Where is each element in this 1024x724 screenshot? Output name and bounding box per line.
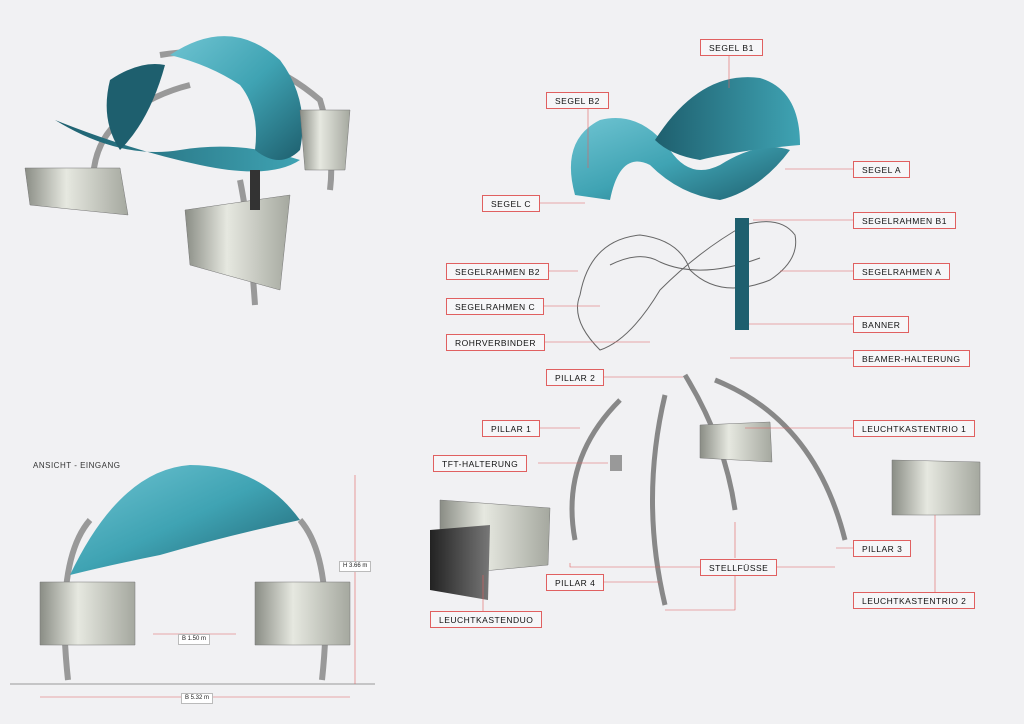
exploded-pillars (569, 373, 848, 606)
label-tft-halterung: TFT-HALTERUNG (433, 455, 528, 472)
leader-lines (482, 55, 936, 612)
label-beamer-halterung: BEAMER-HALTERUNG (853, 350, 970, 367)
front-view (10, 465, 375, 698)
label-pillar-1: PILLAR 1 (482, 420, 541, 437)
label-pillar-4: PILLAR 4 (546, 574, 605, 591)
label-pillar-3: PILLAR 3 (853, 540, 912, 557)
label-segel-b1: SEGEL B1 (700, 39, 763, 56)
exploded-sails (570, 77, 800, 200)
label-leuchtkastentrio-2: LEUCHTKASTENTRIO 2 (853, 592, 976, 609)
label-banner: BANNER (853, 316, 910, 333)
label-segelrahmen-b2: SEGELRAHMEN B2 (446, 263, 549, 280)
label-pillar-2: PILLAR 2 (546, 369, 605, 386)
label-segelrahmen-c: SEGELRAHMEN C (446, 298, 545, 315)
banner-panel (735, 218, 749, 330)
exploded-boxes (430, 421, 981, 600)
label-segel-c: SEGEL C (482, 195, 541, 212)
view-caption: ANSICHT - EINGANG (33, 461, 121, 470)
height-dimension: H 3.66 m (339, 561, 372, 572)
label-segelrahmen-a: SEGELRAHMEN A (853, 263, 951, 280)
perspective-view (24, 36, 351, 306)
exploded-frames (577, 221, 797, 351)
label-stellfuesse: STELLFÜSSE (700, 559, 778, 576)
total-width-dimension: B 5.32 m (181, 693, 214, 704)
label-leuchtkastenduo: LEUCHTKASTENDUO (430, 611, 543, 628)
label-segel-b2: SEGEL B2 (546, 92, 609, 109)
label-segel-a: SEGEL A (853, 161, 911, 178)
label-segelrahmen-b1: SEGELRAHMEN B1 (853, 212, 956, 229)
inner-width-dimension: B 1.50 m (178, 634, 211, 645)
label-rohrverbinder: ROHRVERBINDER (446, 334, 545, 351)
label-leuchtkastentrio-1: LEUCHTKASTENTRIO 1 (853, 420, 976, 437)
